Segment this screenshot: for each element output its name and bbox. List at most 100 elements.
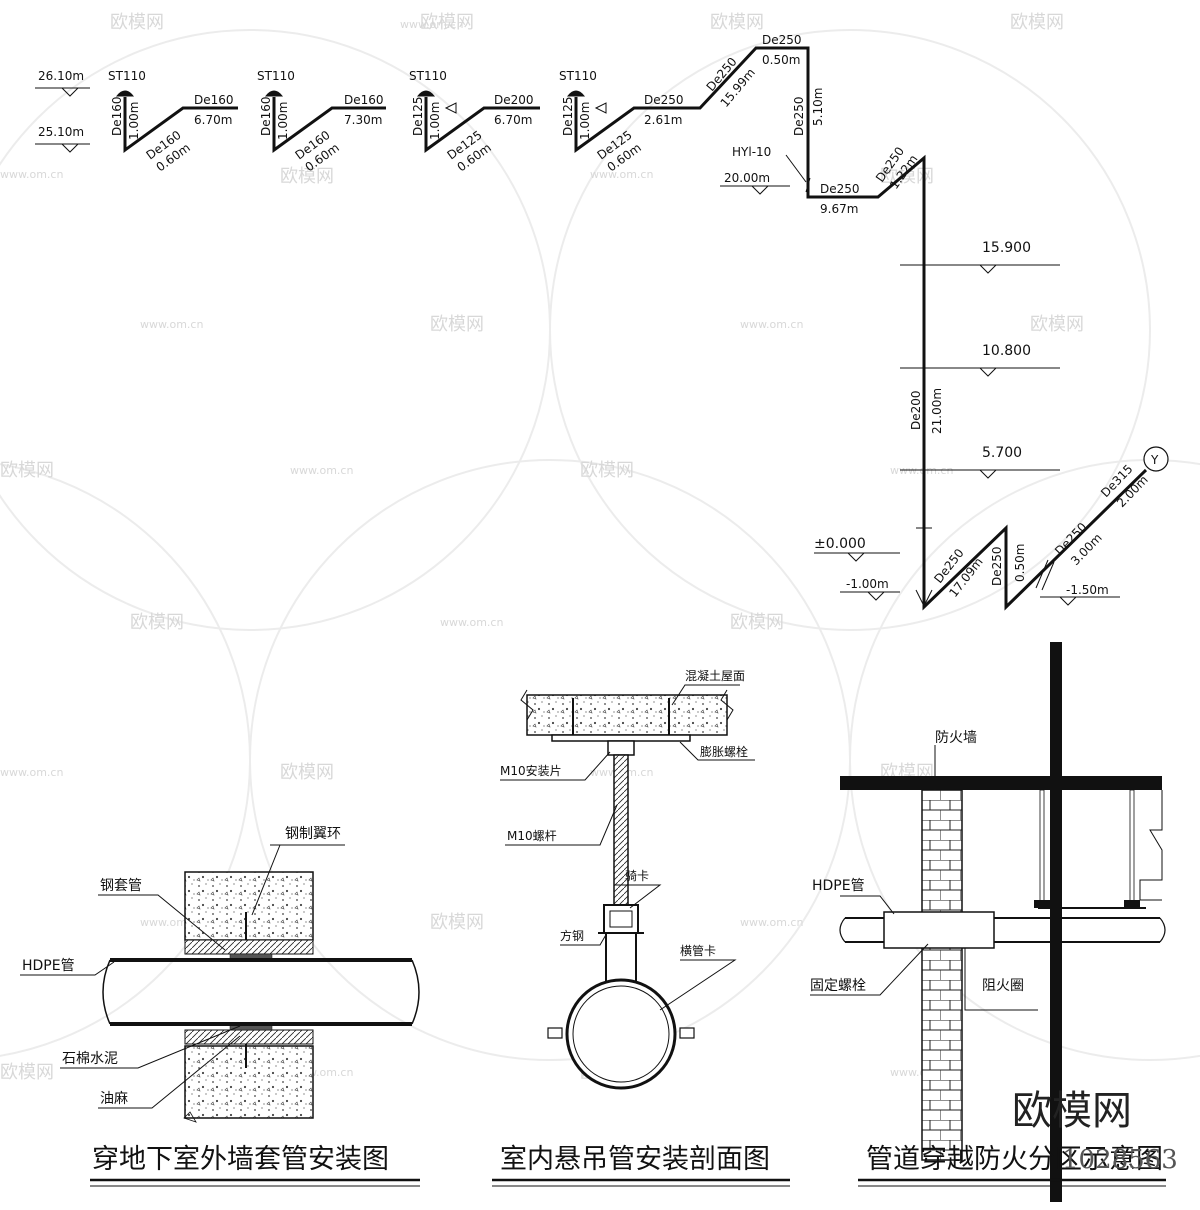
level-label: -1.00m xyxy=(846,577,889,591)
pipe-length-label: 0.50m xyxy=(1013,544,1027,582)
level-label: 20.00m xyxy=(724,171,770,185)
pipe-length-label: 1.00m xyxy=(127,102,141,140)
caption-firewall-crossing: 管道穿越防火分区示意图 xyxy=(866,1144,1163,1175)
level-marks-main xyxy=(720,185,1120,606)
pipe-length-label: 1.00m xyxy=(428,102,442,140)
watermark-url-5: www.om.cn xyxy=(740,318,803,331)
watermark-brand-15: 欧模网 xyxy=(430,912,484,933)
corner-watermark-brand: 欧模网 xyxy=(1012,1088,1132,1134)
pipe-length-label: 9.67m xyxy=(820,202,858,216)
corner-watermark-code: 1028563 xyxy=(1062,1145,1178,1175)
equipment-label: HYl-10 xyxy=(732,145,771,159)
watermark-url-1: www.om.cn xyxy=(400,18,463,31)
vent-label: ST110 xyxy=(257,69,295,83)
label-m10-rod: M10螺杆 xyxy=(507,829,557,843)
label-steel-sleeve: 钢套管 xyxy=(100,878,142,894)
pipe-size-label: De160 xyxy=(344,93,384,107)
watermark-brand-13: 欧模网 xyxy=(280,762,334,783)
pipe-length-label: 2.61m xyxy=(644,113,682,127)
pipe-size-label: De160 xyxy=(194,93,234,107)
label-hdpe-pipe-2: HDPE管 xyxy=(812,878,865,894)
vent-cap-icon xyxy=(566,90,586,97)
level-label: -1.50m xyxy=(1066,583,1109,597)
level-label: ±0.000 xyxy=(814,536,866,552)
vent-label: ST110 xyxy=(108,69,146,83)
branch-pipe-2 xyxy=(272,97,386,153)
detail-wall-sleeve: 钢制翼环 钢套管 HDPE管 石棉水泥 油麻 穿地下室外墙套管安装图 xyxy=(20,826,420,1187)
watermark-brand-4: 欧模网 xyxy=(1010,12,1064,33)
pipe-size-label: De250 xyxy=(820,182,860,196)
label-fire-stop-collar: 阻火圈 xyxy=(982,978,1024,994)
label-square-steel: 方钢 xyxy=(560,928,584,943)
pipe-size-label: De250 xyxy=(990,546,1004,586)
detail-suspended-pipe: 混凝土屋面 膨胀螺栓 M10安装片 M10螺杆 骑卡 方钢 横管卡 室内悬吊管安… xyxy=(492,668,790,1187)
watermark-url-3: www.om.cn xyxy=(590,168,653,181)
label-riding-clip: 骑卡 xyxy=(625,869,649,883)
vent-cap-icon xyxy=(416,90,436,97)
watermark-brand-12: 欧模网 xyxy=(730,612,784,633)
flow-arrow-icon xyxy=(444,102,457,114)
pipe-size-label: De160 xyxy=(110,96,124,136)
label-m10-plate: M10安装片 xyxy=(500,763,562,778)
branch-pipe-1 xyxy=(123,97,238,153)
watermark-brand-8: 欧模网 xyxy=(1030,314,1084,335)
level-label: 25.10m xyxy=(38,125,84,139)
level-mark-25-10 xyxy=(35,143,90,153)
watermark-url-9: www.om.cn xyxy=(0,766,63,779)
label-asbestos-cement: 石棉水泥 xyxy=(62,1050,118,1067)
watermark-brand-10: 欧模网 xyxy=(580,460,634,481)
watermark-brand-5: 欧模网 xyxy=(280,166,334,187)
pipe-length-label: 5.10m xyxy=(811,88,825,126)
watermark-brand-9: 欧模网 xyxy=(0,460,54,481)
pipe-length-label: 6.70m xyxy=(494,113,532,127)
pipe-size-label: De125 xyxy=(411,96,425,136)
vent-label: ST110 xyxy=(559,69,597,83)
pipe-size-label: De250 xyxy=(762,33,802,47)
caption-suspended-pipe: 室内悬吊管安装剖面图 xyxy=(500,1144,770,1175)
detail-firewall-crossing: 防火墙 HDPE管 固定螺栓 阻火圈 管道穿越防火分区示意图 xyxy=(810,642,1166,1202)
riser-diagram: Y xyxy=(35,46,1169,611)
watermark-url-6: www.om.cn xyxy=(290,464,353,477)
pipe-size-label: De250 xyxy=(644,93,684,107)
branch-pipe-3 xyxy=(424,97,540,153)
watermark-brand-3: 欧模网 xyxy=(710,12,764,33)
flow-arrow-icon xyxy=(594,102,607,114)
watermark-url-4: www.om.cn xyxy=(140,318,203,331)
vent-label: ST110 xyxy=(409,69,447,83)
outlet-node-label: Y xyxy=(1150,453,1159,467)
pipe-length-label: 7.30m xyxy=(344,113,382,127)
pipe-size-label: De200 xyxy=(909,390,923,430)
watermark-brand-6: 欧模网 xyxy=(880,166,934,187)
caption-wall-sleeve: 穿地下室外墙套管安装图 xyxy=(92,1144,389,1175)
label-fixing-bolt: 固定螺栓 xyxy=(810,978,866,994)
pipe-size-label: De160 xyxy=(259,96,273,136)
label-hdpe-pipe: HDPE管 xyxy=(22,958,75,974)
pipe-length-label: 1.00m xyxy=(276,102,290,140)
watermark-url-12: www.om.cn xyxy=(740,916,803,929)
main-drain-pipe xyxy=(574,46,1148,611)
vent-cap-icon xyxy=(115,90,135,97)
label-steel-flange: 钢制翼环 xyxy=(285,826,341,842)
watermark-url-2: www.om.cn xyxy=(0,168,63,181)
level-label: 10.800 xyxy=(982,343,1031,359)
watermark-brand-7: 欧模网 xyxy=(430,314,484,335)
label-oakum: 油麻 xyxy=(100,1091,128,1107)
label-concrete-roof: 混凝土屋面 xyxy=(685,668,745,683)
level-label: 5.700 xyxy=(982,445,1022,461)
label-pipe-clamp: 横管卡 xyxy=(680,943,716,958)
pipe-size-label: De250 xyxy=(792,96,806,136)
pipe-length-label: 21.00m xyxy=(930,388,944,434)
watermark-layer: 欧模网 欧模网 欧模网 欧模网 欧模网 欧模网 欧模网 欧模网 欧模网 欧模网 … xyxy=(0,12,1200,1083)
level-mark-26-10 xyxy=(35,87,90,97)
outlet-node xyxy=(1143,446,1169,472)
vent-cap-icon xyxy=(264,90,284,97)
label-firewall: 防火墙 xyxy=(935,730,977,746)
watermark-url-8: www.om.cn xyxy=(440,616,503,629)
watermark-brand-1: 欧模网 xyxy=(110,12,164,33)
watermark-brand-16: 欧模网 xyxy=(0,1062,54,1083)
label-expansion-bolt: 膨胀螺栓 xyxy=(700,744,748,759)
watermark-brand-11: 欧模网 xyxy=(130,612,184,633)
pipe-size-label: De200 xyxy=(494,93,534,107)
